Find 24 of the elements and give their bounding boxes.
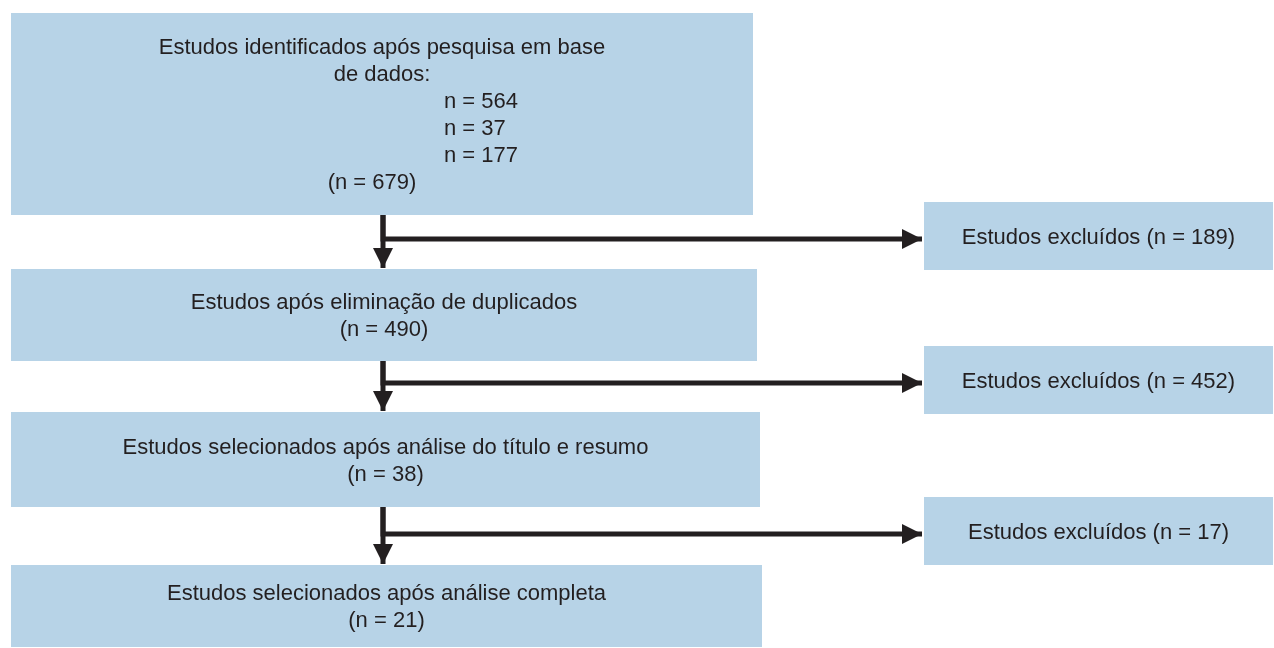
- box-text: Estudos excluídos (n = 189): [961, 222, 1236, 250]
- box-text: Estudos selecionados após análise do título e resumo: [122, 432, 649, 460]
- count-text: n = 177: [444, 141, 518, 168]
- count-text: n = 564: [444, 87, 518, 114]
- count-text: (n = 38): [347, 459, 424, 487]
- box-heading: Estudos identificados após pesquisa em base de dados:: [157, 33, 607, 87]
- box-text: Estudos excluídos (n = 452): [961, 366, 1236, 394]
- box-text: Estudos excluídos (n = 17): [967, 517, 1230, 545]
- arrow: [380, 361, 922, 393]
- process-box: [924, 497, 1273, 565]
- process-box: [11, 269, 757, 361]
- total-text: (n = 679): [327, 168, 417, 195]
- process-box: [11, 13, 753, 215]
- process-box: [11, 412, 760, 507]
- box-text: Estudos após eliminação de duplicados: [190, 288, 578, 315]
- box-text: Estudos selecionados após análise completa: [166, 579, 607, 606]
- count-text: (n = 490): [339, 315, 429, 342]
- arrow: [380, 507, 922, 544]
- arrow: [380, 215, 922, 249]
- process-box: [924, 346, 1273, 414]
- process-box: [11, 565, 762, 647]
- count-text: n = 37: [444, 114, 506, 141]
- count-text: (n = 21): [348, 606, 425, 633]
- process-box: [924, 202, 1273, 270]
